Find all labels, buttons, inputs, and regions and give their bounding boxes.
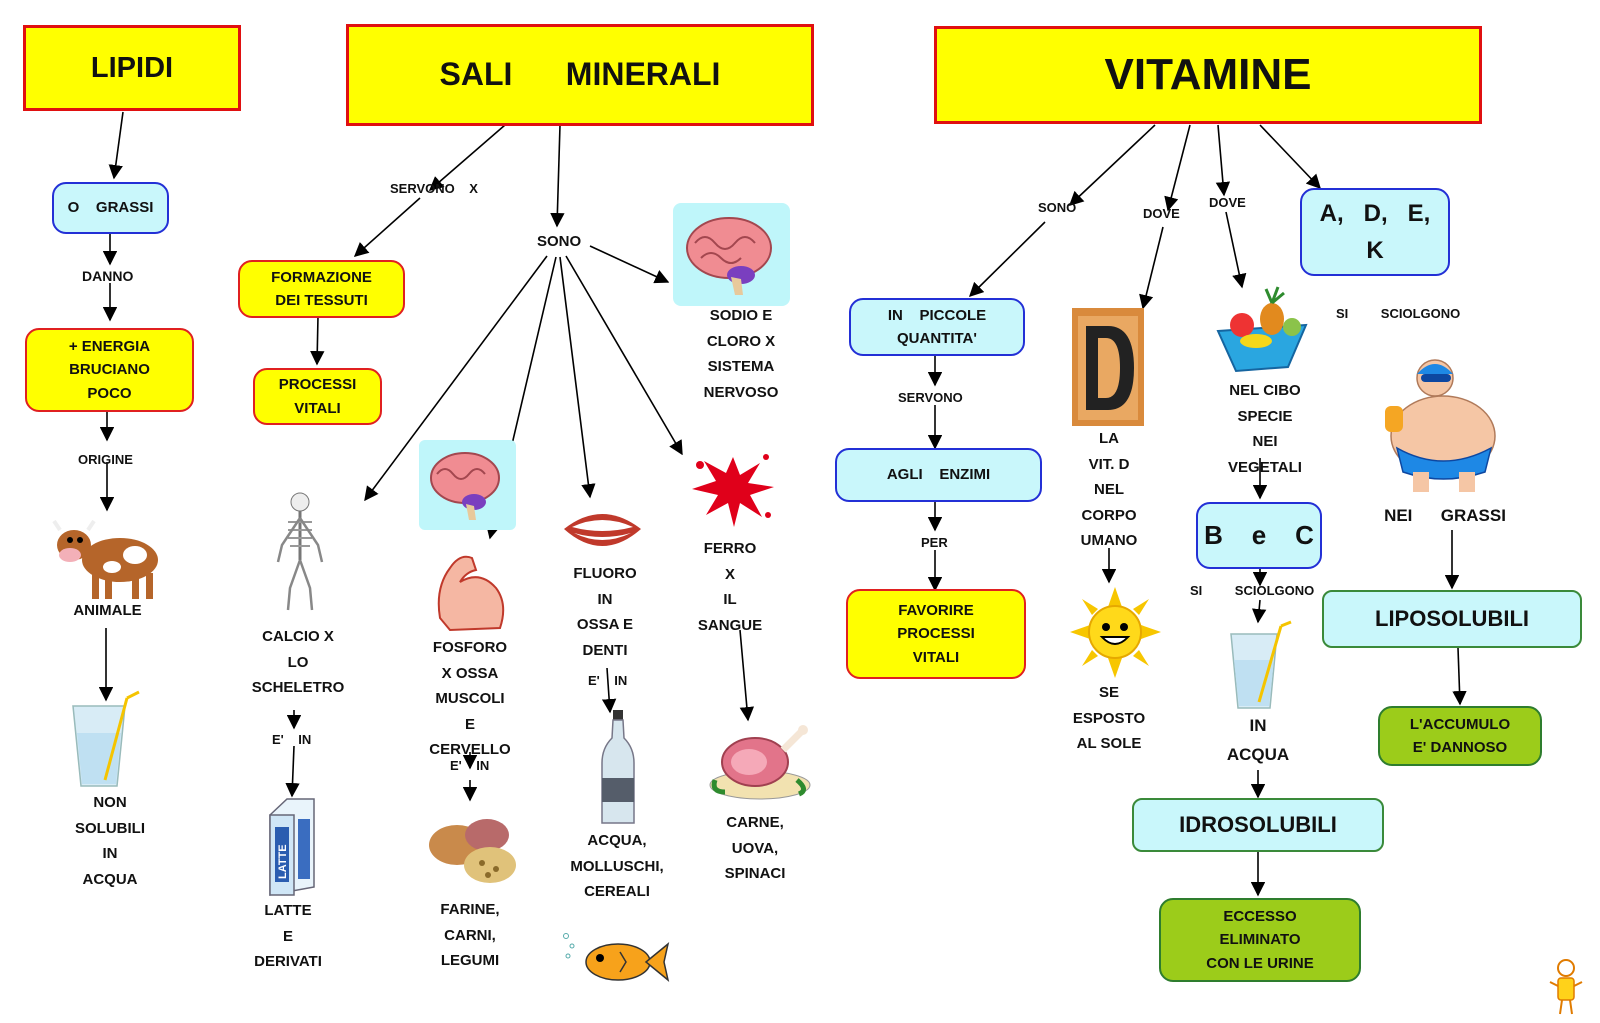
- title-sali-minerali: SALI MINERALI: [346, 24, 814, 126]
- node-formazione-tessuti: FORMAZIONE DEI TESSUTI: [238, 260, 405, 318]
- label-acqua-molluschi: ACQUA, MOLLUSCHI, CEREALI: [570, 832, 664, 900]
- edge-label-servono: SERVONO X: [390, 181, 478, 196]
- node-idrosolubili: IDROSOLUBILI: [1132, 798, 1384, 852]
- node-favorire-processi: FAVORIRE PROCESSI VITALI: [846, 589, 1026, 679]
- blood-splash-icon: [692, 454, 774, 527]
- letter-d-icon: [1072, 308, 1144, 426]
- node-piccole-quantita: IN PICCOLE QUANTITA': [849, 298, 1025, 356]
- edge-label-per: PER: [921, 535, 948, 550]
- edge-label-fosforo-in: E' IN: [450, 758, 490, 773]
- label-nel-cibo: NEL CIBO SPECIE NEI VEGETALI: [1228, 382, 1302, 476]
- water-bottle-icon: [601, 710, 635, 824]
- node-agli-enzimi: AGLI ENZIMI: [835, 448, 1042, 502]
- label-latte-derivati: LATTE E DERIVATI: [254, 902, 322, 970]
- node-eccesso-eliminato: ECCESSO ELIMINATO CON LE URINE: [1159, 898, 1361, 982]
- swimmer-icon: [1385, 359, 1496, 492]
- title-vitamine: VITAMINE: [934, 26, 1482, 124]
- sun-icon: [1070, 587, 1161, 678]
- fish-icon: [563, 933, 670, 982]
- svg-text:LATTE: LATTE: [277, 844, 289, 879]
- label-non-solubili: NON SOLUBILI IN ACQUA: [75, 794, 145, 888]
- label-sodio-cloro: SODIO E CLORO X SISTEMA NERVOSO: [703, 307, 779, 401]
- brain-icon: [673, 203, 790, 306]
- label-fluoro: FLUORO IN OSSA E DENTI: [573, 565, 637, 659]
- edge-label-servono-vit: SERVONO: [898, 390, 963, 405]
- node-accumulo-dannoso: L'ACCUMULO E' DANNOSO: [1378, 706, 1542, 766]
- node-b-e-c: B e C: [1196, 502, 1322, 569]
- edge-label-calcio-in: E' IN: [272, 732, 312, 747]
- node-energia: + ENERGIA BRUCIANO POCO: [25, 328, 194, 412]
- skeleton-icon: [276, 492, 324, 611]
- label-calcio: CALCIO X LO SCHELETRO: [251, 628, 345, 696]
- label-carne-uova: CARNE, UOVA, SPINACI: [724, 814, 786, 882]
- ham-icon: [709, 725, 811, 800]
- fruit-bowl-icon: [1216, 286, 1308, 373]
- label-farine: FARINE, CARNI, LEGUMI: [440, 901, 500, 969]
- milk-carton-icon: LATTE: [269, 798, 315, 896]
- label-ferro: FERRO X IL SANGUE: [697, 540, 763, 634]
- mascot-icon: [1549, 959, 1583, 1015]
- edge-label-si-sciolgono-2: SI SCIOLGONO: [1336, 306, 1461, 321]
- label-nei-grassi: NEI GRASSI: [1384, 506, 1506, 525]
- muscle-icon: [437, 555, 505, 632]
- label-in-acqua: IN ACQUA: [1226, 716, 1290, 764]
- edge-label-fluoro-in: E' IN: [588, 673, 628, 688]
- edge-label-sono-sali: SONO: [537, 233, 582, 250]
- cow-icon: [52, 519, 158, 599]
- water-glass-icon: [1230, 620, 1292, 709]
- label-vit-d: LA VIT. D NEL CORPO UMANO: [1080, 430, 1138, 549]
- label-fosforo: FOSFORO X OSSA MUSCOLI E CERVELLO: [429, 639, 511, 758]
- edge-label-danno: DANNO: [82, 268, 134, 284]
- edge-label-sono-vit: SONO: [1038, 200, 1077, 215]
- node-liposolubili: LIPOSOLUBILI: [1322, 590, 1582, 648]
- node-o-grassi: O GRASSI: [52, 182, 169, 234]
- label-animale: ANIMALE: [73, 602, 142, 619]
- node-processi-vitali: PROCESSI VITALI: [253, 368, 382, 425]
- water-glass-icon: [72, 690, 140, 787]
- node-adek: A, D, E, K: [1300, 188, 1450, 276]
- mouth-icon: [564, 514, 641, 546]
- brain-icon: [419, 440, 516, 530]
- edge-label-dove-1: DOVE: [1143, 206, 1180, 221]
- edge-label-dove-2: DOVE: [1209, 195, 1246, 210]
- title-lipidi: LIPIDI: [23, 25, 241, 111]
- edge-label-origine: ORIGINE: [78, 452, 133, 467]
- edge-label-si-sciolgono-1: SI SCIOLGONO: [1190, 583, 1315, 598]
- label-esposto-sole: SE ESPOSTO AL SOLE: [1072, 684, 1146, 752]
- food-pile-icon: [429, 819, 516, 883]
